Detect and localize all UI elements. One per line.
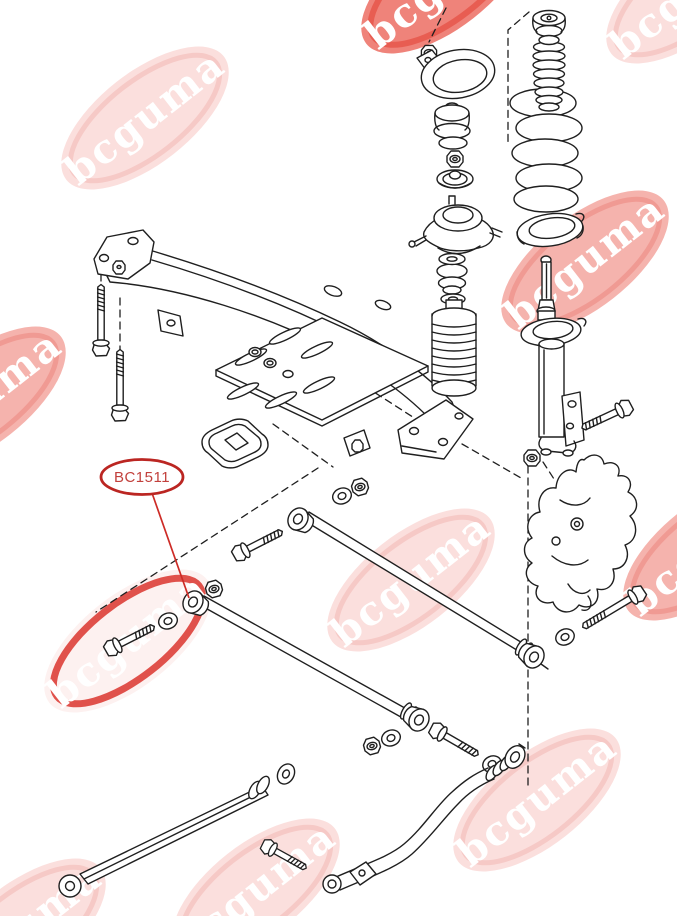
trailing-arm [58, 763, 296, 898]
mount-bushing [436, 252, 468, 295]
callout-bc1511: BC1511 [99, 458, 190, 599]
mount-nut [446, 150, 464, 168]
stabilizer-link [322, 743, 526, 894]
knuckle [523, 454, 638, 613]
watermark-text: bcguma [601, 0, 677, 68]
link-bushing-left [283, 503, 319, 538]
brand-watermark: bcguma® [0, 842, 111, 916]
strut-mount-column [408, 44, 503, 397]
link-washer [329, 484, 355, 508]
callout-label: BC1511 [114, 469, 170, 486]
knuckle-washer [552, 625, 578, 649]
bump-stopper [532, 34, 566, 112]
end-washer [378, 726, 404, 750]
brand-watermark: bcguma® [167, 802, 345, 916]
lateral-link-upper [229, 476, 549, 673]
rubber-bumper [433, 102, 471, 150]
mount-washer-dish [436, 169, 474, 189]
brand-watermark: bcguma® [0, 310, 71, 474]
strut-bracket [561, 391, 585, 447]
dust-boot [431, 299, 477, 397]
subframe-left-plate [93, 229, 155, 280]
callout-ellipse [99, 458, 185, 496]
link-bolt [229, 523, 287, 565]
brand-watermark: bcguma® [56, 30, 234, 195]
subframe-right-bracket [397, 399, 474, 460]
brand-watermark: bcguma® [601, 0, 677, 68]
shock-absorber [520, 255, 587, 457]
end-nut [361, 735, 383, 757]
end-bolt [425, 719, 484, 763]
mount-pad [201, 418, 269, 469]
exploded-drawing [58, 7, 650, 898]
subframe-center-plate [215, 317, 429, 421]
strut-nut [523, 449, 541, 467]
top-cap [532, 9, 566, 38]
strut-mount [408, 195, 503, 255]
subframe-assembly [91, 229, 474, 469]
spring-seat-ring [516, 212, 585, 248]
subframe-bolt-1 [91, 283, 111, 357]
lateral-link-lower [101, 578, 505, 776]
callout-leader-line [151, 492, 190, 599]
strut-bolt [577, 396, 636, 437]
subframe-bolt-2 [110, 348, 130, 422]
link-nut [349, 476, 371, 498]
spring-seat-retainer [416, 48, 496, 100]
spring-strut-column [509, 9, 636, 467]
